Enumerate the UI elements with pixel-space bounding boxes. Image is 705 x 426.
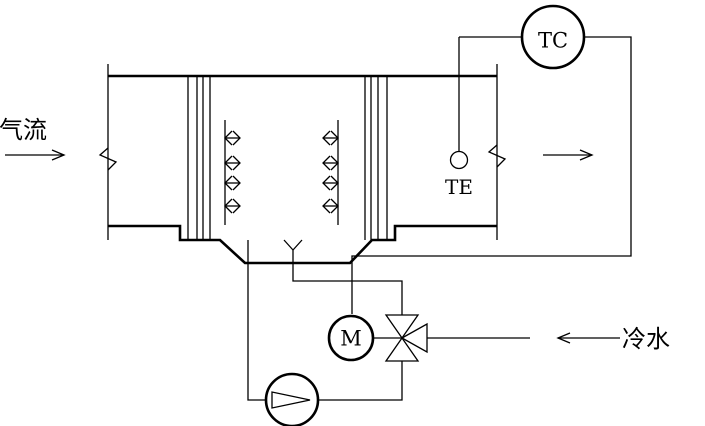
header-y-left bbox=[283, 239, 294, 251]
temperature-sensor bbox=[449, 150, 469, 170]
right-eliminator-plates bbox=[364, 76, 388, 240]
temperature-sensor-label: TE bbox=[445, 175, 473, 199]
recirculation-pipe bbox=[318, 361, 403, 401]
duct-right-break-mark bbox=[487, 144, 507, 168]
spray-nozzles bbox=[224, 120, 339, 225]
duct bbox=[98, 64, 507, 265]
circulation-pump bbox=[264, 372, 320, 426]
duct-bottom-wall bbox=[108, 224, 497, 265]
cold-water-arrow bbox=[556, 332, 620, 344]
motor-label: M bbox=[340, 327, 362, 351]
left-eliminator-plates bbox=[187, 76, 211, 240]
cold-water-label: 冷水 bbox=[622, 325, 670, 353]
airflow-inlet-arrow bbox=[5, 149, 66, 161]
supply-pipe-to-header bbox=[292, 250, 403, 315]
signal-line-to-motor bbox=[351, 36, 632, 314]
duct-left-break-mark bbox=[98, 147, 118, 171]
airflow-label: 气流 bbox=[0, 116, 47, 144]
suction-pipe bbox=[247, 240, 266, 401]
pump-impeller-icon bbox=[271, 391, 311, 409]
header-y-right bbox=[292, 239, 303, 251]
airflow-outlet-arrow bbox=[543, 149, 594, 161]
temperature-controller-label: TC bbox=[538, 29, 568, 53]
